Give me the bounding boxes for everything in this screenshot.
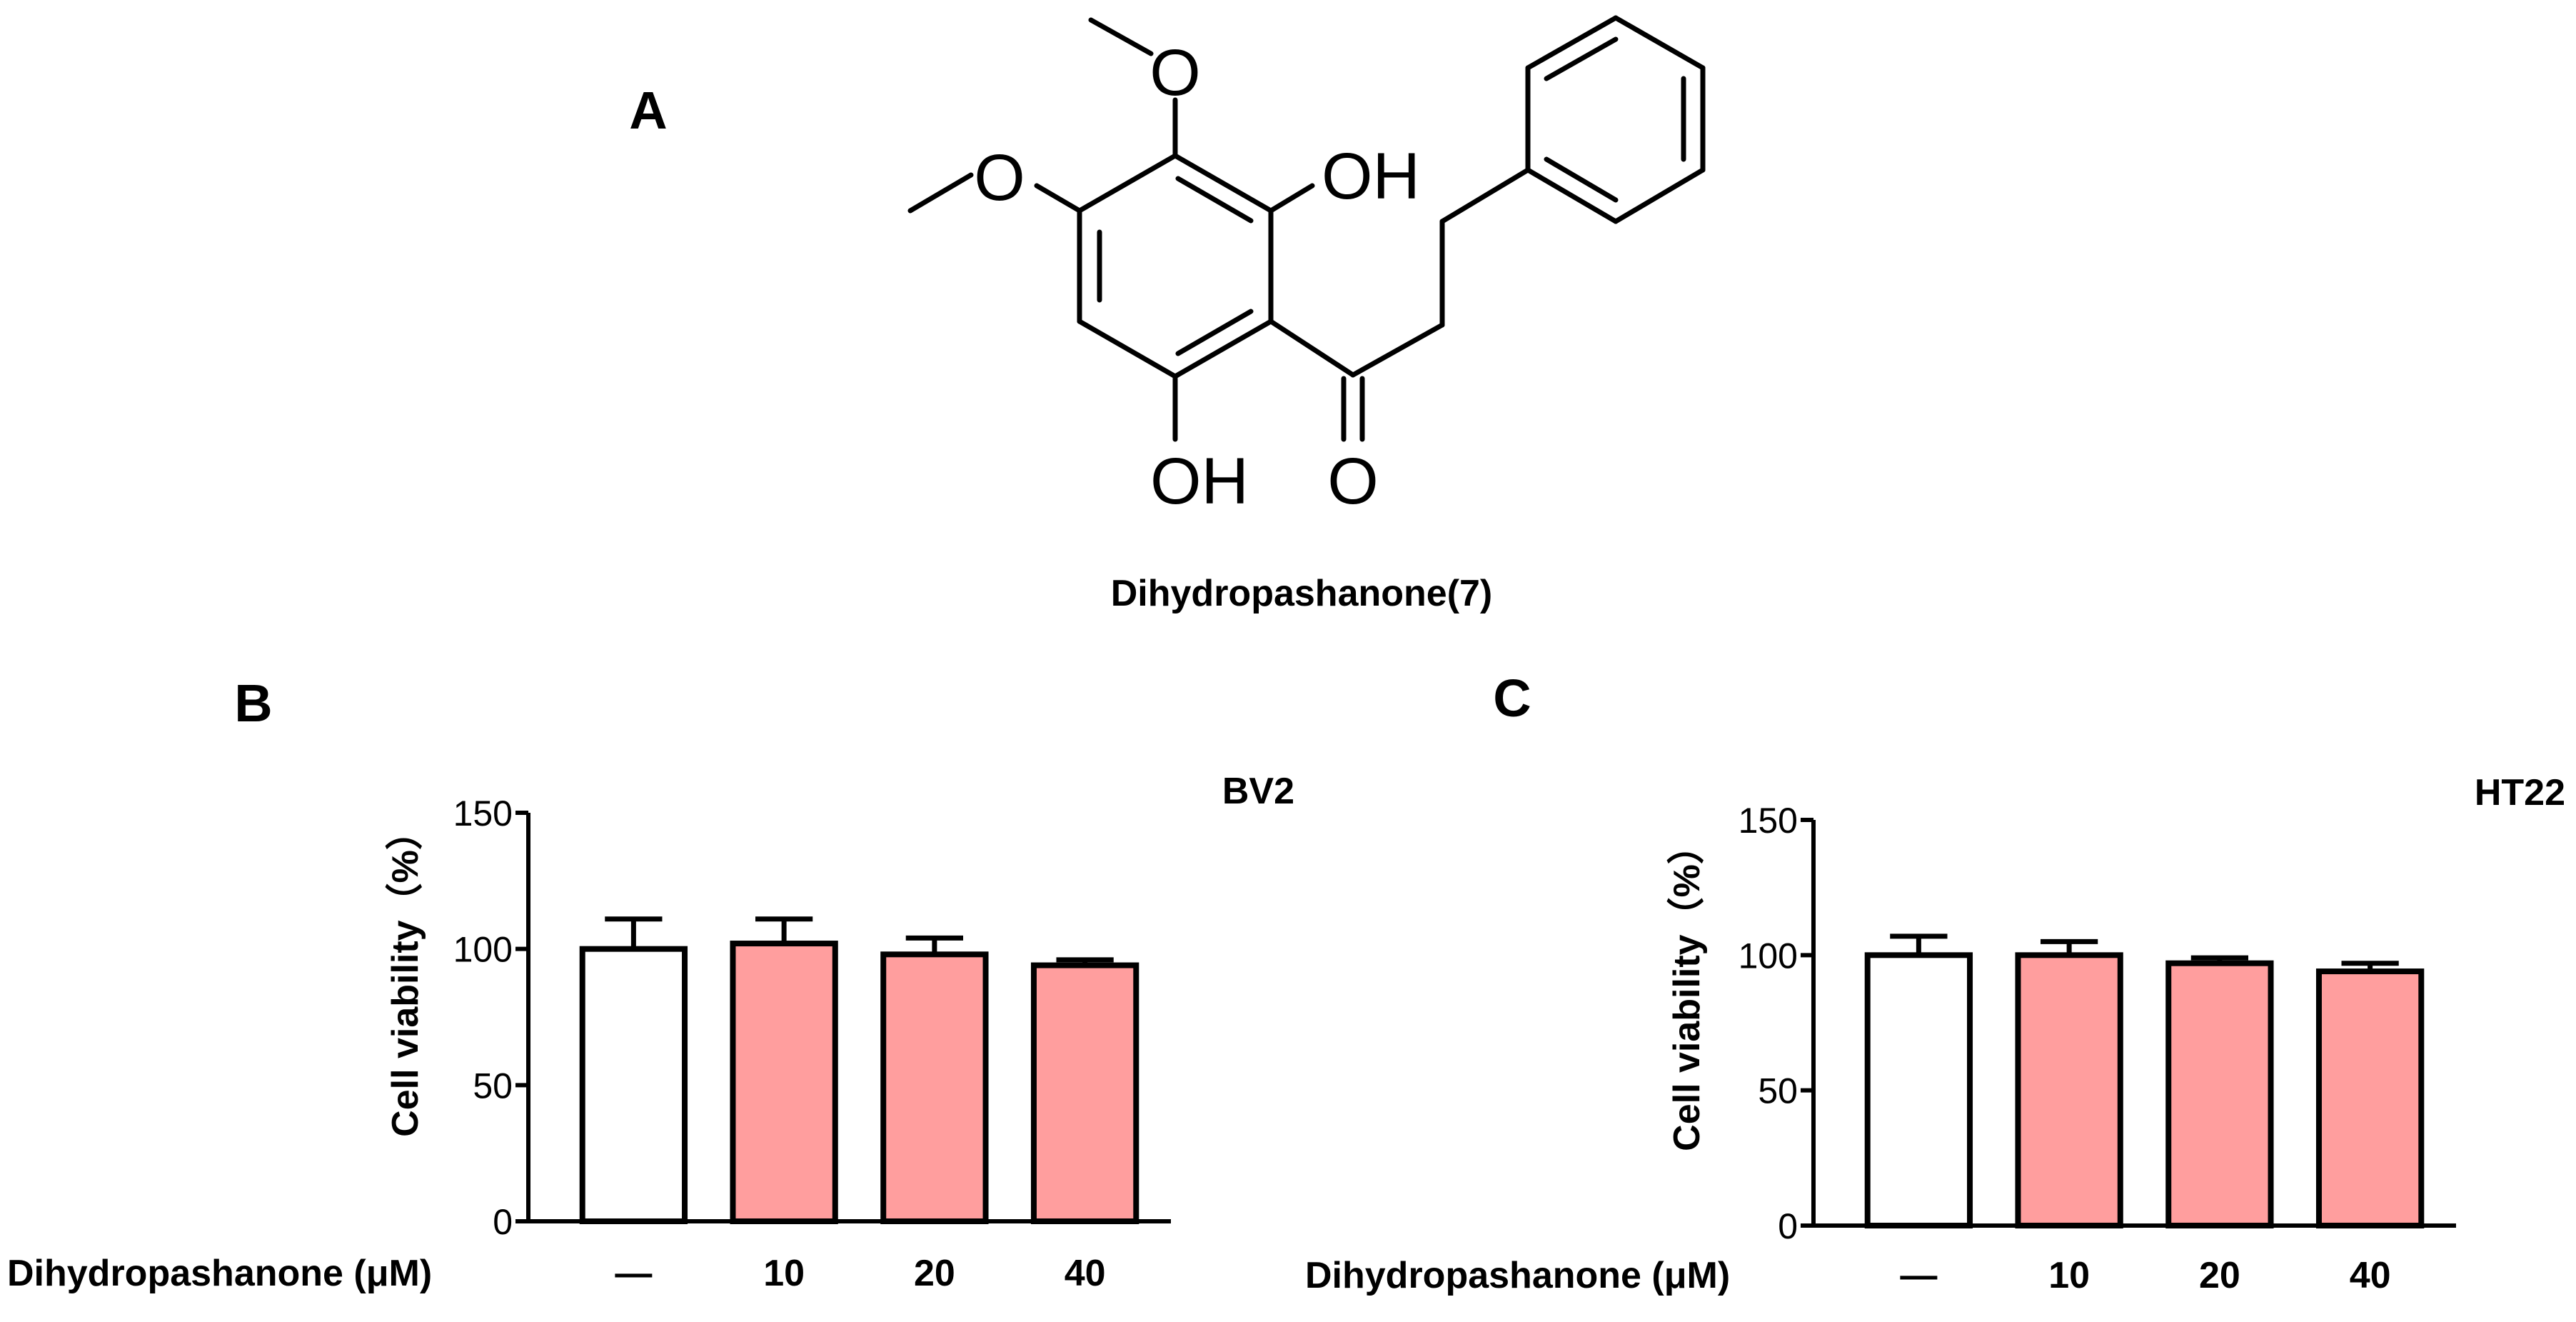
atom-oh-upper: OH [1322,140,1420,213]
atom-o-methoxy-left: O [974,141,1025,214]
chart-bv2: BV2 Cell viability（%） Dihydropashanone (… [7,771,1294,1294]
chart-title: BV2 [1222,771,1294,812]
bar [1030,962,1139,1224]
x-tick-label: — [615,1253,652,1294]
atom-o-carbonyl: O [1327,445,1379,518]
y-axis-label: Cell viability（%） [385,813,426,1137]
x-axis-label: Dihydropashanone (μM) [7,1253,432,1294]
molecule-structure [907,15,1706,442]
x-tick-label: 10 [2048,1255,2090,1296]
x-tick-label: — [1900,1255,1937,1296]
bar [579,946,688,1224]
x-tick-label: 20 [914,1253,955,1294]
molecule-name: Dihydropashanone(7) [1111,573,1493,614]
bar [730,941,838,1225]
x-tick-label: 40 [2350,1255,2391,1296]
y-tick-label: 50 [1758,1071,1798,1111]
bar [2315,968,2425,1228]
y-tick-label: 150 [453,793,513,833]
panel-label-c: C [1493,668,1531,728]
y-tick-label: 50 [473,1066,513,1106]
x-axis-label: Dihydropashanone (μM) [1305,1255,1730,1296]
atom-oh-lower: OH [1150,445,1249,518]
molecule-atom-labels: O O OH OH O [974,36,1420,518]
panel-label-b: B [234,673,272,733]
x-tick-label: 40 [1065,1253,1106,1294]
panel-label-a: A [629,81,667,140]
x-tick-label: 20 [2199,1255,2240,1296]
bar [2015,952,2123,1229]
bar [880,951,989,1224]
bar [1864,952,1973,1229]
chart-title: HT22 [2475,772,2565,813]
atom-o-methoxy-top: O [1149,36,1201,109]
y-tick-label: 100 [1739,936,1798,976]
x-tick-label: 10 [763,1253,805,1294]
y-tick-label: 0 [1778,1206,1798,1246]
y-tick-label: 0 [493,1202,513,1242]
chart-ht22: HT22 Cell viability（%） Dihydropashanone … [1305,772,2565,1296]
y-tick-label: 100 [453,930,513,970]
y-axis-label: Cell viability（%） [1666,827,1708,1151]
y-tick-label: 150 [1739,801,1798,841]
bar [2165,960,2274,1229]
